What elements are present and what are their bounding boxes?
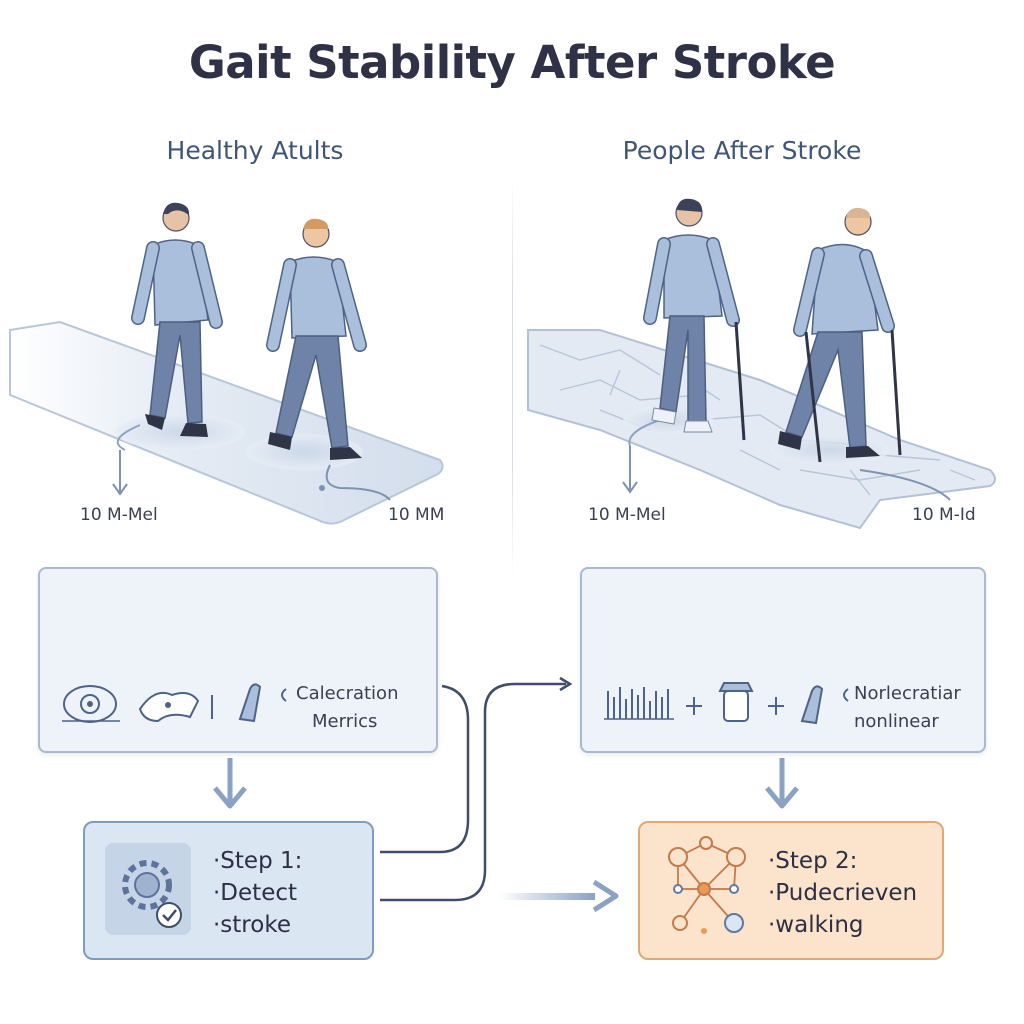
flow-connectors [213,676,799,913]
metric-line-2: Merrics [312,711,378,732]
step-2-title: ·Step 2: [768,848,858,874]
uneven-walkway [527,329,996,530]
jar-icon [718,682,754,722]
step-1-line-3: ·stroke [213,912,291,938]
step-1-box: ·Step 1: ·Detect ·stroke [83,821,374,960]
smooth-walkway [9,320,444,525]
distance-label-left-1: 10 M-Mel [80,505,158,525]
bracket-icon-2 [843,688,849,702]
healthy-adults-heading: Healthy Atults [166,136,344,165]
plus-icon-2 [768,697,784,715]
bar-signal-icon [604,687,674,720]
foot-motion-icon [138,691,213,723]
sensor-icon-2 [800,685,824,725]
step-1-title: ·Step 1: [213,848,303,874]
plus-icon [686,697,702,715]
healthy-metrics-panel: Calecration Merrics [38,567,438,753]
healthy-walker-2 [266,218,367,460]
target-icon [62,685,120,723]
section-divider [512,178,513,578]
metric-line-1: Calecration [296,683,399,704]
network-graph-icon [668,836,746,934]
distance-label-right-2: 10 M-Id [912,505,976,525]
sensor-icon [238,683,262,723]
step-2-line-3: ·walking [768,912,864,938]
page-title: Gait Stability After Stroke [188,36,836,89]
healthy-walker-1 [131,202,223,437]
step-2-line-2: ·Pudecrieven [768,880,918,906]
metric-line-2: nonlinear [854,711,939,732]
stroke-heading: People After Stroke [622,136,862,165]
distance-label-right-1: 10 M-Mel [588,505,666,525]
gear-check-icon [105,843,191,935]
step-2-box: ·Step 2: ·Pudecrieven ·walking [638,821,944,960]
metric-line-1: Norlecratiar [854,683,961,704]
step-1-line-2: ·Detect [213,880,298,906]
distance-label-left-2: 10 MM [388,505,445,525]
bracket-icon [281,688,287,702]
stroke-walker-1 [643,198,746,441]
stroke-metrics-panel: Norlecratiar nonlinear [580,567,986,753]
stroke-walker-2 [778,207,902,463]
